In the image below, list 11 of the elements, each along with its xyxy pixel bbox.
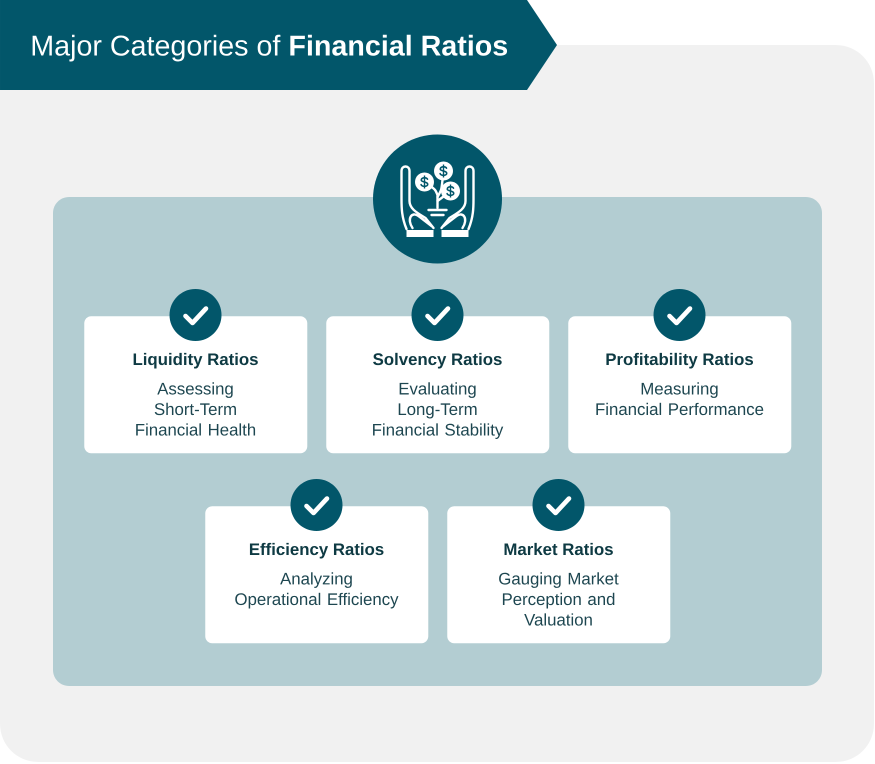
card-title: Efficiency Ratios: [250, 542, 384, 558]
card-title: Solvency Ratios: [373, 352, 502, 368]
card-text: Analyzing Operational Efficiency: [235, 572, 398, 608]
card-text: Evaluating Long-Term Financial Stability: [373, 382, 504, 439]
card-text: Measuring Financial Performance: [596, 382, 764, 416]
title-banner: Major Categories of Financial Ratios: [0, 0, 557, 90]
card-title: Market Ratios: [504, 542, 613, 556]
card-title: Liquidity Ratios: [134, 352, 258, 368]
card-title: Profitability Ratios: [606, 352, 754, 368]
card-text: Gauging Market Perception and Valuation: [499, 572, 619, 626]
card-text: Assessing Short-Term Financial Health: [136, 382, 256, 436]
